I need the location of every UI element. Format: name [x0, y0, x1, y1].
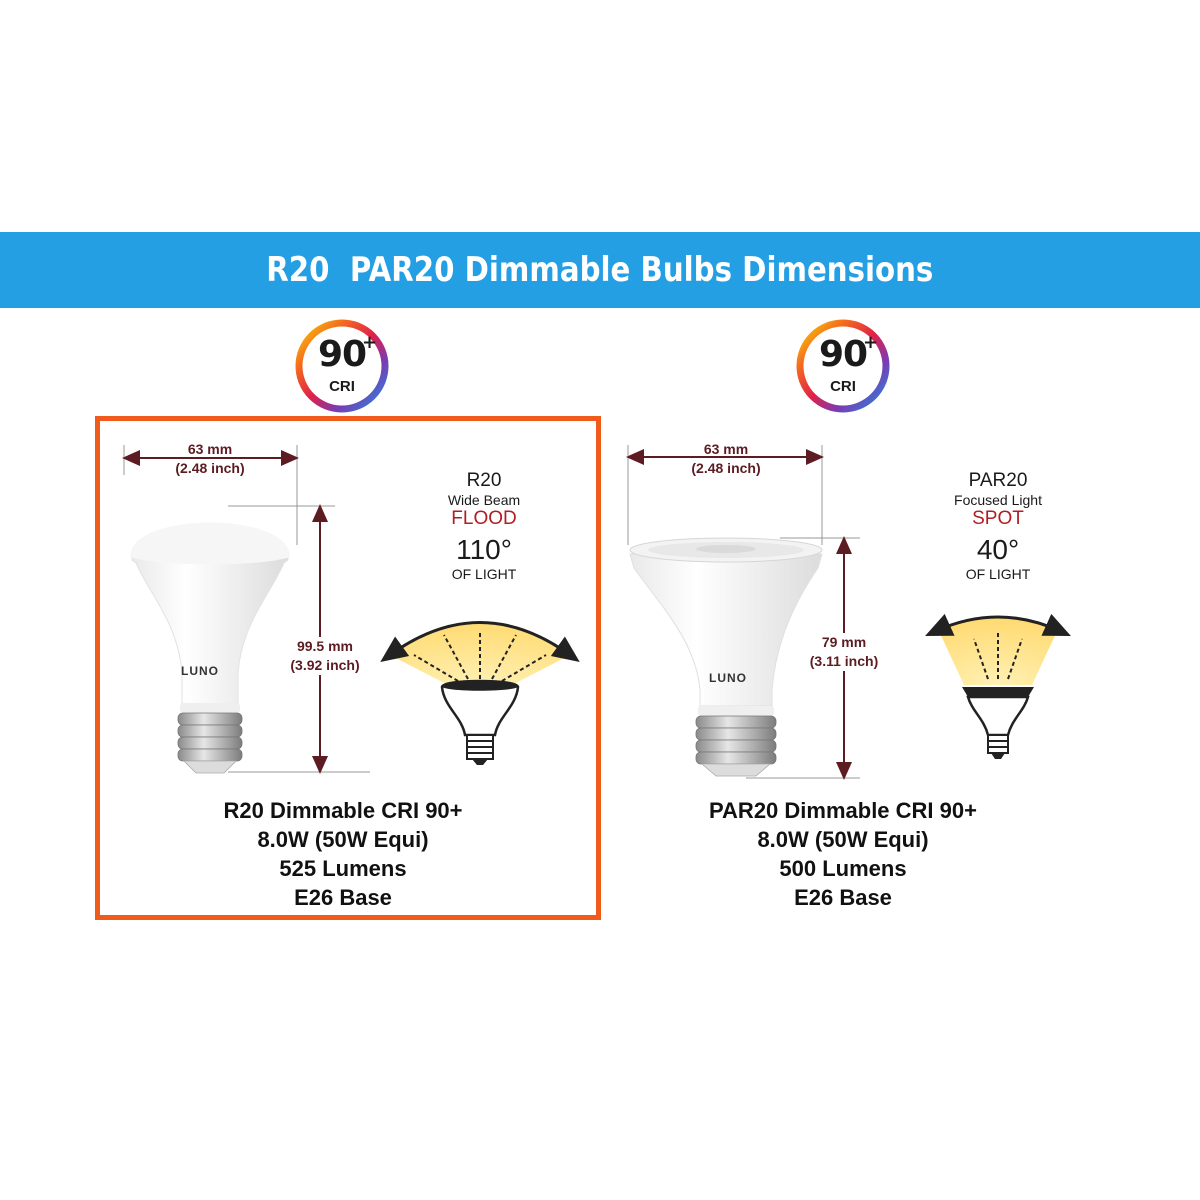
r20-beam-of-light: OF LIGHT: [451, 566, 517, 582]
par20-spec-line: 8.0W (50W Equi): [757, 827, 929, 852]
r20-width-inch: (2.48 inch): [175, 460, 245, 476]
par20-height-inch: (3.11 inch): [809, 653, 879, 669]
r20-beam-angle: 110°: [456, 534, 512, 565]
par20-beam-kind: SPOT: [972, 508, 1024, 529]
r20-beam-name: R20: [466, 470, 502, 491]
par20-spec-line: 500 Lumens: [779, 856, 907, 881]
cri-ring-icon: [295, 319, 389, 413]
par20-spec-block: PAR20 Dimmable CRI 90+ 8.0W (50W Equi) 5…: [650, 796, 1036, 912]
r20-spec-block: R20 Dimmable CRI 90+ 8.0W (50W Equi) 525…: [150, 796, 536, 912]
r20-beam-kind: FLOOD: [451, 508, 517, 529]
cri-value: 90: [317, 334, 367, 375]
par20-height-mm: 79 mm: [821, 634, 867, 650]
r20-width-label: 63 mm (2.48 inch): [150, 440, 270, 478]
r20-height-label: 99.5 mm (3.92 inch): [275, 637, 375, 675]
par20-brand-logo: LUNO: [709, 671, 747, 685]
par20-width-label: 63 mm (2.48 inch): [666, 440, 786, 478]
r20-beam-info: R20 Wide Beam FLOOD 110° OF LIGHT: [414, 470, 554, 582]
r20-spec-line: R20 Dimmable CRI 90+: [223, 798, 463, 823]
par20-height-label: 79 mm (3.11 inch): [794, 633, 894, 671]
title-banner: R20 PAR20 Dimmable Bulbs Dimensions: [0, 232, 1200, 308]
cri-label: CRI: [830, 378, 856, 395]
r20-beam-desc: Wide Beam: [447, 492, 521, 508]
par20-spec-line: E26 Base: [794, 885, 892, 910]
cri-badge-right: 90 + CRI: [795, 318, 891, 414]
r20-spec-line: E26 Base: [294, 885, 392, 910]
par20-width-mm: 63 mm: [703, 441, 749, 457]
par20-beam-of-light: OF LIGHT: [965, 566, 1031, 582]
selected-product-frame: [95, 416, 601, 920]
par20-spec-line: PAR20 Dimmable CRI 90+: [709, 798, 977, 823]
cri-plus: +: [863, 332, 879, 353]
r20-height-inch: (3.92 inch): [290, 657, 360, 673]
r20-brand-logo: LUNO: [181, 664, 219, 678]
cri-ring-icon: [796, 319, 890, 413]
cri-label: CRI: [329, 378, 355, 395]
par20-width-inch: (2.48 inch): [691, 460, 761, 476]
par20-beam-name: PAR20: [968, 470, 1028, 491]
r20-beam-icon: [380, 621, 580, 765]
r20-spec-line: 525 Lumens: [279, 856, 407, 881]
cri-value: 90: [818, 334, 868, 375]
r20-width-mm: 63 mm: [187, 441, 233, 457]
cri-badge-left: 90 + CRI: [294, 318, 390, 414]
r20-spec-line: 8.0W (50W Equi): [257, 827, 429, 852]
par20-beam-icon: [925, 613, 1071, 759]
par20-bulb-image: [629, 537, 823, 777]
cri-plus: +: [362, 332, 378, 353]
r20-height-mm: 99.5 mm: [296, 638, 354, 654]
par20-beam-info: PAR20 Focused Light SPOT 40° OF LIGHT: [928, 470, 1068, 582]
r20-bulb-image: [130, 522, 290, 774]
banner-title: R20 PAR20 Dimmable Bulbs Dimensions: [266, 250, 934, 290]
par20-beam-desc: Focused Light: [954, 492, 1042, 508]
par20-beam-angle: 40°: [976, 534, 1020, 565]
